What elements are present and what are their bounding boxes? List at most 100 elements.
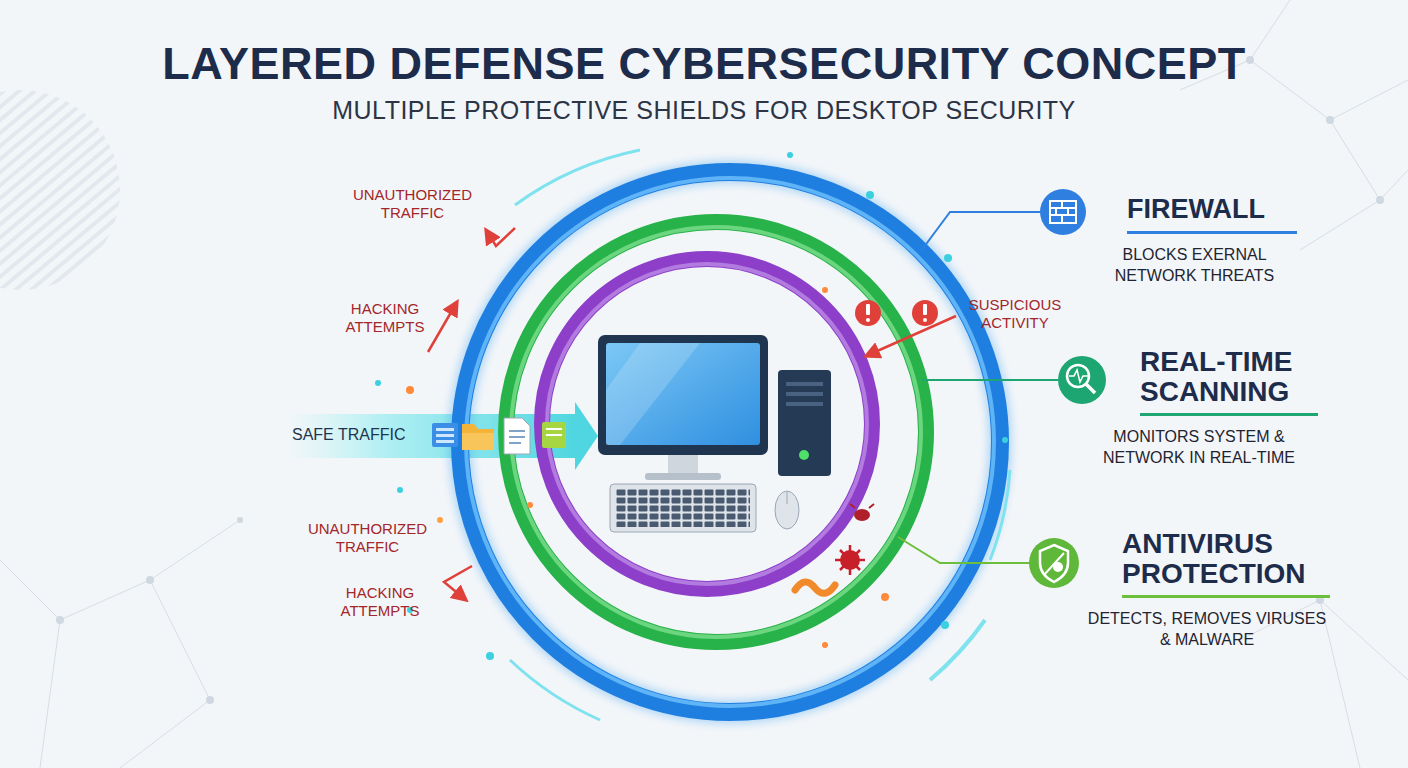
malware-icons <box>840 550 860 570</box>
feature-description: BLOCKS EXERNAL NETWORK THREATS <box>1092 244 1297 286</box>
malware-icons <box>854 509 870 521</box>
leader-lines <box>898 537 1030 563</box>
antivirus-icon <box>1029 538 1079 588</box>
file-icons <box>509 442 521 444</box>
background-decoration <box>206 696 214 704</box>
particles <box>866 191 874 199</box>
defense-rings <box>460 150 1010 720</box>
safe-traffic-band <box>575 402 598 470</box>
firewall-icon <box>1061 201 1063 208</box>
leader-lines <box>898 212 1058 563</box>
leader-lines <box>922 379 1058 381</box>
antivirus-icon <box>1044 553 1064 575</box>
malware-icons <box>869 504 874 508</box>
particles <box>375 380 381 386</box>
desktop-computer <box>645 473 721 480</box>
desktop-computer <box>610 484 756 532</box>
threat-arrows <box>428 228 956 600</box>
defense-rings <box>511 227 921 637</box>
subtitle: MULTIPLE PROTECTIVE SHIELDS FOR DESKTOP … <box>0 96 1408 125</box>
file-icons <box>546 434 562 436</box>
scanning-icon <box>1058 356 1106 404</box>
feature-description: MONITORS SYSTEM & NETWORK IN REAL-TIME <box>1080 426 1318 468</box>
alert-icons <box>866 304 870 315</box>
desktop-computer <box>799 450 809 460</box>
scanning-icon <box>1069 370 1088 382</box>
antivirus-icon <box>1040 545 1068 582</box>
feature-item: FIREWALLBLOCKS EXERNAL NETWORK THREATS <box>1092 193 1297 286</box>
scanning-icon <box>1058 356 1106 404</box>
background-decoration <box>146 576 154 584</box>
background-decoration <box>56 616 64 624</box>
file-icons <box>509 430 525 432</box>
alert-icons <box>923 318 927 322</box>
firewall-icon <box>1040 189 1086 235</box>
scanning-icon <box>1067 365 1089 387</box>
defense-rings <box>460 172 1000 712</box>
defense-rings <box>515 150 640 205</box>
firewall-icon <box>1050 201 1076 223</box>
desktop-computer <box>778 370 831 476</box>
feature-heading: REAL-TIME SCANNING <box>1140 347 1318 416</box>
alert-icons <box>923 304 927 315</box>
desktop-computer <box>786 382 823 386</box>
particles <box>881 593 889 601</box>
flow-label: SAFE TRAFFIC <box>292 426 424 444</box>
file-icons <box>509 436 525 438</box>
threat-arrows <box>428 302 457 352</box>
defense-rings <box>542 259 872 589</box>
particles <box>486 652 494 660</box>
malware-icons <box>850 504 855 508</box>
feature-item: ANTIVIRUS PROTECTIONDETECTS, REMOVES VIR… <box>1084 529 1330 650</box>
alert-icons <box>866 318 870 322</box>
desktop-computer <box>598 335 831 532</box>
particles <box>941 621 949 629</box>
threat-label: HACKING ATTEMPTS <box>335 300 435 336</box>
background-decoration <box>1246 56 1254 64</box>
file-icons <box>542 422 566 448</box>
desktop-computer <box>786 402 823 406</box>
background-decoration <box>56 56 1384 704</box>
alert-icons <box>855 300 938 326</box>
safe-traffic-band <box>285 414 575 458</box>
leader-lines <box>921 212 1040 251</box>
file-icons <box>504 418 530 454</box>
particles <box>787 152 793 158</box>
malware-icons <box>795 504 874 593</box>
malware-icons <box>835 545 865 575</box>
desktop-computer <box>787 492 788 504</box>
particles <box>822 642 828 648</box>
desktop-computer <box>606 343 700 445</box>
malware-icons <box>840 550 860 570</box>
background-decoration <box>0 90 120 290</box>
desktop-computer <box>668 455 698 475</box>
file-icons <box>436 440 454 443</box>
defense-rings <box>930 620 985 680</box>
file-icons <box>432 418 566 454</box>
desktop-computer <box>606 343 760 445</box>
feature-heading: ANTIVIRUS PROTECTION <box>1122 529 1330 598</box>
alert-icons <box>855 300 881 326</box>
particles <box>437 517 443 523</box>
defense-rings <box>547 264 867 584</box>
firewall-icon <box>1050 201 1076 223</box>
particles <box>375 152 1008 660</box>
file-icons <box>436 428 454 431</box>
defense-rings <box>460 172 1000 712</box>
desktop-computer <box>775 491 799 529</box>
particles <box>397 487 403 493</box>
threat-label: UNAUTHORIZED TRAFFIC <box>300 520 435 556</box>
file-icons <box>436 434 454 437</box>
background-decoration <box>237 517 243 523</box>
antivirus-icon <box>1029 538 1079 588</box>
alert-icons <box>912 300 938 326</box>
background-decoration <box>0 520 240 768</box>
defense-rings <box>510 660 600 720</box>
particles <box>944 254 952 262</box>
file-icons <box>546 428 562 430</box>
defense-rings <box>466 178 994 706</box>
firewall-icon <box>1040 189 1086 235</box>
malware-icons <box>795 582 835 593</box>
